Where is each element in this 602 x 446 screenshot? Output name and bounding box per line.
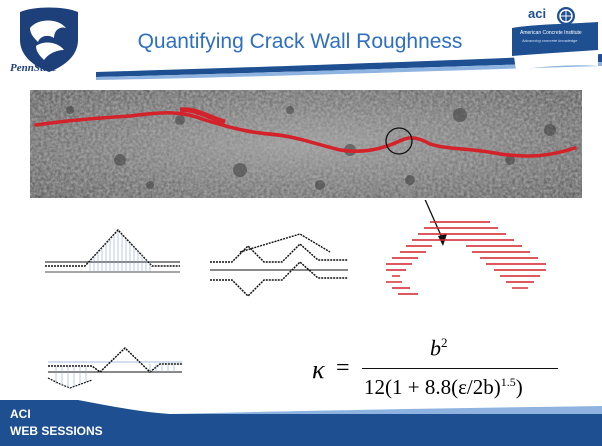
formula-numerator-exp: 2	[441, 335, 448, 350]
aci-line1: American Concrete Institute	[520, 30, 582, 36]
crack-photo	[30, 90, 582, 198]
roughness-diagrams	[45, 200, 546, 389]
footer-aci: ACI	[10, 407, 31, 421]
nittany-lion-icon	[20, 7, 78, 72]
asperity-diagram-1	[45, 228, 180, 273]
header-band	[0, 0, 602, 80]
formula-denominator: 12(1 + 8.8(ε/2b)1.5)	[364, 375, 523, 400]
formula-fraction-bar	[362, 368, 558, 369]
asperity-diagram-2	[210, 233, 348, 298]
pennstate-wordmark: PennState	[10, 62, 57, 74]
aci-brand: aci	[528, 6, 547, 21]
red-roughness-profile	[386, 221, 546, 295]
aci-line2: Advancing concrete knowledge	[522, 38, 578, 43]
formula-numerator: b2	[430, 335, 448, 361]
formula-numerator-b: b	[430, 335, 441, 361]
formula-denominator-main: 12(1 + 8.8(ε/2b)	[364, 375, 501, 399]
formula-denominator-close: )	[515, 375, 523, 399]
slide-title: Quantifying Crack Wall Roughness	[137, 30, 463, 53]
crack-line	[34, 110, 577, 158]
formula-denominator-exp: 1.5	[500, 375, 516, 389]
asperity-diagram-4	[47, 346, 182, 389]
crack-zoom-circle	[385, 127, 413, 155]
footer-web-sessions: WEB SESSIONS	[10, 424, 103, 438]
footer-band	[0, 400, 602, 446]
aci-logo-icon	[506, 4, 598, 70]
zoom-arrow	[424, 200, 444, 241]
formula-eq: =	[336, 355, 350, 381]
formula-lhs: κ	[312, 355, 325, 384]
roughness-formula: κ = b2 12(1 + 8.8(ε/2b)1.5)	[310, 335, 590, 415]
